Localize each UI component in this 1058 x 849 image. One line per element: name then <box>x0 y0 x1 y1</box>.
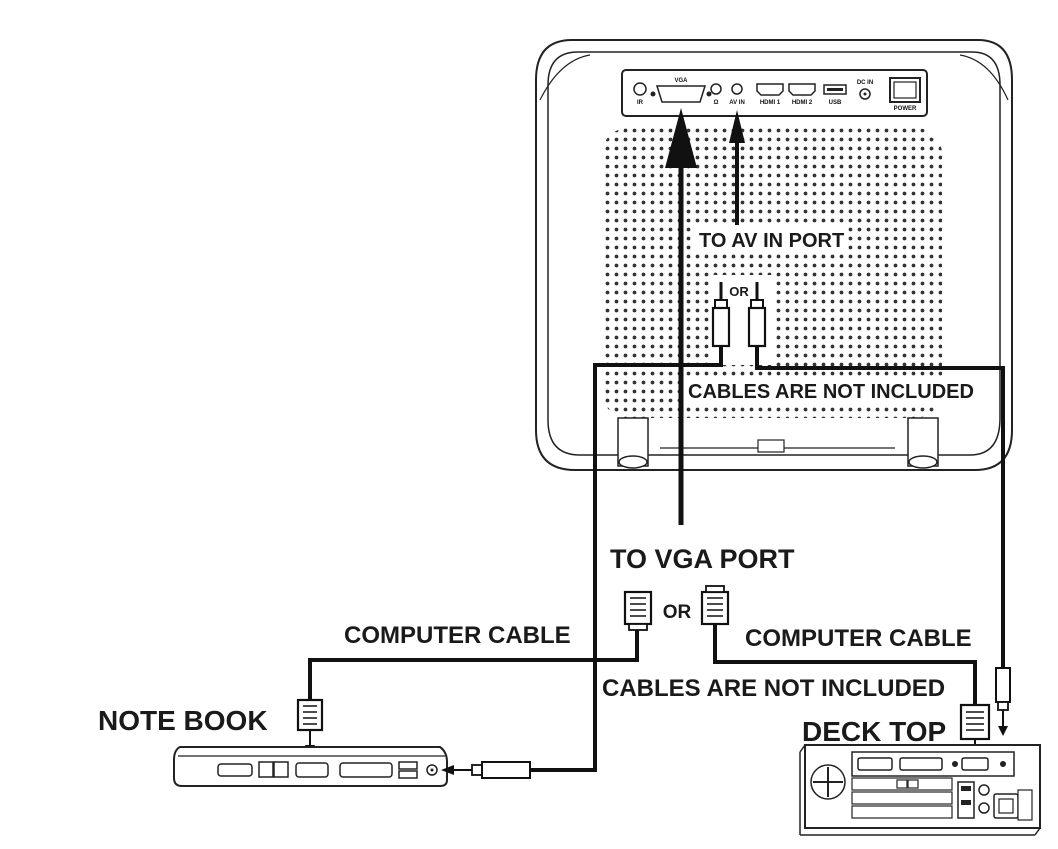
notebook-usb-port-icon <box>398 761 418 770</box>
ir-label: IR <box>637 100 644 106</box>
computer-cable-left-label: COMPUTER CABLE <box>344 622 571 649</box>
hdmi2-label: HDMI 2 <box>792 100 813 106</box>
audio-plug-right-icon <box>750 299 764 309</box>
decktop-audio-jack-icon <box>1000 761 1006 767</box>
or-audio-label: OR <box>729 284 749 299</box>
av-in-label: AV IN <box>729 100 745 106</box>
vga-port-icon <box>655 85 707 103</box>
or-vga-label: OR <box>663 602 692 623</box>
to-av-in-port-label: TO AV IN PORT <box>699 230 844 252</box>
decktop-dvi-port-icon <box>857 757 893 771</box>
vga-plug-options: OR <box>623 585 730 631</box>
decktop-audio-cable <box>755 346 1005 668</box>
projector-body-inner <box>547 51 1001 456</box>
decktop-audio-plug-icon <box>995 667 1011 703</box>
computer-cable-right <box>713 625 977 705</box>
deck-top-label: DECK TOP <box>802 716 946 747</box>
av-in-jack-icon <box>731 83 743 95</box>
to-vga-port-label: TO VGA PORT <box>610 544 795 574</box>
decktop-ps2-icon <box>978 784 990 796</box>
decktop-vga-plug-icon <box>959 703 991 741</box>
av-arrow-head <box>729 110 745 143</box>
notebook-audio-plug-icon <box>471 764 483 776</box>
speaker-grille <box>602 128 942 418</box>
vga-port-label: VGA <box>674 78 688 84</box>
notebook-lan-port-icon <box>258 761 274 778</box>
headphone-icon: Ω <box>714 100 719 106</box>
dc-in-label: DC IN <box>857 80 873 86</box>
notebook-serial-port-icon <box>217 763 253 777</box>
notebook-vga-plug-icon <box>296 698 324 732</box>
decktop-parallel-port-icon <box>899 757 943 771</box>
computer-cable-right-label: COMPUTER CABLE <box>745 625 972 652</box>
notebook-parallel-port-icon <box>339 762 393 778</box>
cables-not-included-bottom-label: CABLES ARE NOT INCLUDED <box>602 675 945 702</box>
hdmi1-port-icon <box>756 83 784 96</box>
computer-cable-left <box>308 628 639 700</box>
headphone-jack-icon <box>710 83 722 95</box>
notebook <box>173 698 531 787</box>
power-label: POWER <box>894 106 917 112</box>
notebook-audio-cable <box>530 346 723 772</box>
decktop-lan-port-icon <box>896 779 908 789</box>
vga-arrow-head <box>665 108 697 168</box>
usb-label: USB <box>829 100 842 106</box>
vga-plug-right-icon <box>700 590 730 626</box>
decktop-vga-port-icon <box>961 757 989 771</box>
hdmi1-label: HDMI 1 <box>760 100 781 106</box>
cables-not-included-top-label: CABLES ARE NOT INCLUDED <box>688 381 974 403</box>
audio-plug-left-icon <box>714 299 728 309</box>
deck-top-computer <box>799 667 1041 836</box>
projector: IR VGA Ω AV IN HDMI 1 HDMI 2 USB DC IN P… <box>535 39 1013 471</box>
vga-plug-left-icon <box>623 590 653 626</box>
ir-sensor-icon <box>633 82 647 96</box>
hdmi2-port-icon <box>788 83 816 96</box>
notebook-vga-port-icon <box>295 762 329 778</box>
note-book-label: NOTE BOOK <box>98 705 268 736</box>
